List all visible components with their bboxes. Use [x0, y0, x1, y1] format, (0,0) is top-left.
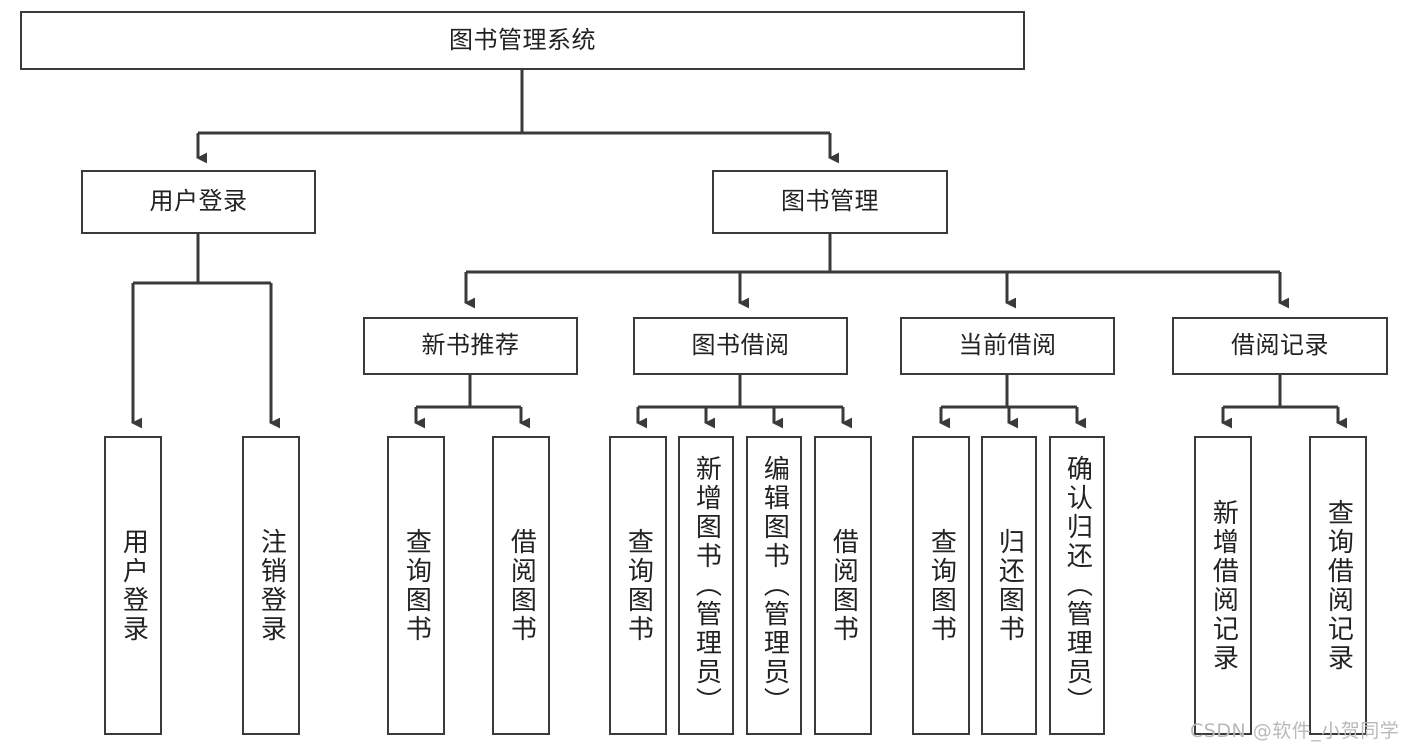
node-leaf-query-book-2[interactable]: 查询图书 — [609, 436, 667, 735]
node-current-borrow-label: 当前借阅 — [958, 331, 1057, 360]
node-leaf-add-book[interactable]: 新增图书（管理员） — [678, 436, 734, 735]
node-root-label: 图书管理系统 — [449, 25, 596, 54]
node-leaf-add-record[interactable]: 新增借阅记录 — [1194, 436, 1252, 735]
node-leaf-return-book[interactable]: 归还图书 — [981, 436, 1037, 735]
node-leaf-edit-book[interactable]: 编辑图书（管理员） — [746, 436, 802, 735]
node-leaf-borrow-book-1-label: 借阅图书 — [506, 527, 537, 644]
node-book-manage-label: 图书管理 — [781, 187, 879, 216]
node-leaf-confirm-return[interactable]: 确认归还（管理员） — [1049, 436, 1105, 735]
node-borrow-record[interactable]: 借阅记录 — [1172, 317, 1388, 375]
node-leaf-query-book-3[interactable]: 查询图书 — [912, 436, 970, 735]
node-book-borrow[interactable]: 图书借阅 — [633, 317, 848, 375]
node-leaf-query-record[interactable]: 查询借阅记录 — [1309, 436, 1367, 735]
node-current-borrow[interactable]: 当前借阅 — [900, 317, 1115, 375]
node-leaf-query-record-label: 查询借阅记录 — [1323, 498, 1354, 673]
node-leaf-borrow-book-2[interactable]: 借阅图书 — [814, 436, 872, 735]
node-leaf-add-book-label: 新增图书（管理员） — [691, 455, 722, 716]
node-leaf-confirm-return-label: 确认归还（管理员） — [1062, 455, 1093, 716]
node-root[interactable]: 图书管理系统 — [20, 11, 1025, 70]
node-leaf-logout[interactable]: 注销登录 — [242, 436, 300, 735]
node-leaf-user-login-label: 用户登录 — [118, 527, 149, 644]
node-leaf-add-record-label: 新增借阅记录 — [1208, 498, 1239, 673]
node-book-manage[interactable]: 图书管理 — [712, 170, 948, 234]
csdn-watermark: CSDN @软件_小贺同学 — [1190, 720, 1400, 742]
node-new-book-recommend-label: 新书推荐 — [421, 331, 520, 360]
node-leaf-query-book-1-label: 查询图书 — [401, 527, 432, 644]
node-user-login-label: 用户登录 — [149, 187, 248, 216]
node-new-book-recommend[interactable]: 新书推荐 — [363, 317, 578, 375]
node-leaf-logout-label: 注销登录 — [256, 527, 287, 644]
node-leaf-user-login[interactable]: 用户登录 — [104, 436, 162, 735]
node-leaf-borrow-book-1[interactable]: 借阅图书 — [492, 436, 550, 735]
node-leaf-query-book-3-label: 查询图书 — [926, 527, 957, 644]
node-book-borrow-label: 图书借阅 — [691, 331, 790, 360]
node-borrow-record-label: 借阅记录 — [1231, 331, 1329, 360]
node-leaf-query-book-2-label: 查询图书 — [623, 527, 654, 644]
node-leaf-query-book-1[interactable]: 查询图书 — [387, 436, 445, 735]
node-user-login[interactable]: 用户登录 — [81, 170, 316, 234]
node-leaf-return-book-label: 归还图书 — [994, 527, 1025, 644]
node-leaf-edit-book-label: 编辑图书（管理员） — [759, 455, 790, 716]
node-leaf-borrow-book-2-label: 借阅图书 — [828, 527, 859, 644]
